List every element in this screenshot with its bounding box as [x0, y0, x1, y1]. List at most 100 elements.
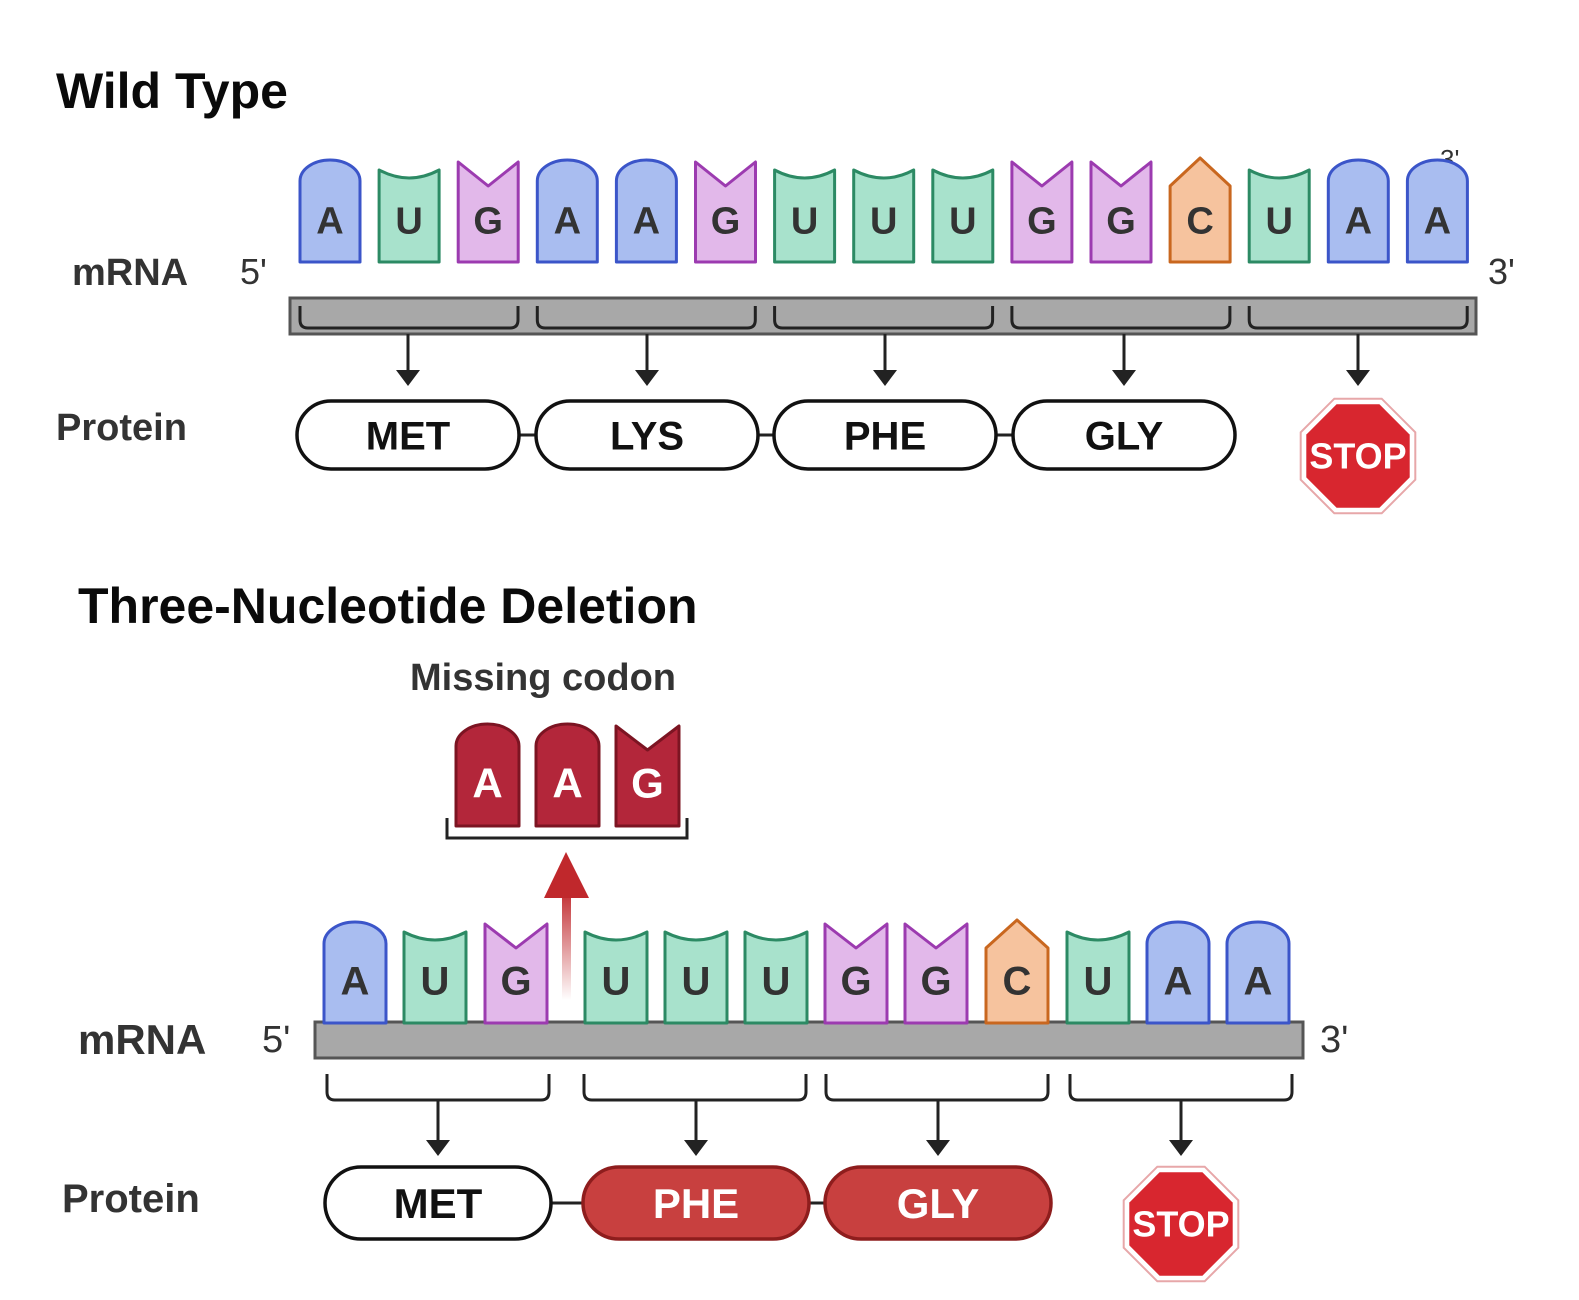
del-amino-acid-1: MET [323, 1165, 553, 1241]
del-nucleotide-u-5: U [663, 930, 729, 1025]
wt-amino-acid-1-label: MET [366, 414, 450, 458]
wt-codon-bracket-5 [1247, 306, 1469, 330]
wt-nucleotide-shape [535, 158, 599, 264]
missing-nucleotide-letter: G [631, 759, 664, 806]
wt-nucleotide-u-13: U [1247, 168, 1311, 264]
stop-sign-label: STOP [1132, 1203, 1229, 1244]
del-nucleotide-letter: U [762, 960, 791, 1004]
wt-nucleotide-shape [377, 168, 441, 264]
wt-protein-chain: MET LYS PHE GLY STOP [295, 334, 1417, 515]
wt-protein-label: Protein [56, 407, 187, 449]
wt-nucleotide-letter: U [870, 200, 897, 242]
wt-nucleotide-g-10: G [1010, 160, 1074, 264]
missing-codon-label: Missing codon [410, 657, 676, 699]
wt-amino-acid-4-shape [1011, 399, 1237, 471]
del-nucleotide-letter: G [840, 960, 871, 1004]
wt-nucleotide-c-12: C [1168, 156, 1232, 264]
del-amino-acid-3-shape [823, 1165, 1053, 1241]
wt-codon-bracket-3 [773, 306, 995, 330]
wt-amino-acid-2: LYS [534, 399, 760, 471]
wt-nucleotide-shape [614, 158, 678, 264]
wt-nucleotide-letter: U [1265, 200, 1292, 242]
arrow-head [926, 1140, 950, 1156]
wt-nucleotide-letter: A [1424, 200, 1451, 242]
wt-nucleotide-shape [1010, 160, 1074, 264]
del-nucleotide-u-4: U [583, 930, 649, 1025]
del-protein-label: Protein [62, 1177, 200, 1221]
wt-nucleotide-letter: A [633, 200, 660, 242]
del-nucleotide-shape [743, 930, 809, 1025]
stop-sign-label: STOP [1309, 435, 1406, 476]
wt-translation-arrow-4 [1112, 334, 1136, 386]
del-nucleotide-g-8: G [903, 922, 969, 1025]
wt-amino-acid-4: GLY [1011, 399, 1237, 471]
del-nucleotide-shape [1225, 920, 1291, 1025]
wt-nucleotide-a-1: A [298, 158, 362, 264]
wt-codon-bracket-1 [298, 306, 520, 330]
wt-translation-arrow-2 [635, 334, 659, 386]
arrow-head [1346, 370, 1370, 386]
del-nucleotide-letter: G [920, 960, 951, 1004]
del-translation-arrow-3 [926, 1100, 950, 1156]
missing-codon-bracket [445, 818, 689, 840]
wt-nucleotide-shape [1405, 158, 1469, 264]
del-nucleotide-g-3: G [483, 922, 549, 1025]
arrow-head [426, 1140, 450, 1156]
arrow-head [873, 370, 897, 386]
del-nucleotide-shape [1145, 920, 1211, 1025]
wt-amino-acid-1: MET [295, 399, 521, 471]
wt-nucleotide-letter: C [1186, 200, 1213, 242]
wt-nucleotide-shape [852, 168, 916, 264]
wt-amino-acid-1-shape [295, 399, 521, 471]
del-nucleotide-shape [322, 920, 388, 1025]
wt-nucleotide-letter: U [949, 200, 976, 242]
wt-nucleotide-letter: U [395, 200, 422, 242]
del-nucleotide-letter: G [500, 960, 531, 1004]
wt-amino-acid-3-label: PHE [844, 414, 926, 458]
wt-nucleotide-letter: A [316, 200, 343, 242]
del-nucleotide-g-7: G [823, 922, 889, 1025]
wt-amino-acid-2-label: LYS [610, 414, 684, 458]
wt-nucleotide-a-4: A [535, 158, 599, 264]
wt-nucleotide-shape [694, 160, 757, 264]
arrow-head [396, 370, 420, 386]
wt-nucleotide-g-3: G [456, 160, 520, 264]
del-codon-bracket-3 [824, 1074, 1050, 1102]
wt-nucleotide-u-8: U [852, 168, 916, 264]
wt-amino-acid-3-shape [772, 399, 998, 471]
wt-mrna-label: mRNA [72, 252, 188, 294]
del-nucleotide-letter: U [1084, 960, 1113, 1004]
wt-nucleotide-letter: G [1027, 200, 1057, 242]
del-mrna-strand-group [313, 1020, 1305, 1102]
del-amino-acid-2-label: PHE [653, 1180, 739, 1227]
del-nucleotide-u-2: U [402, 930, 468, 1025]
wt-nucleotide-letter: G [473, 200, 503, 242]
missing-nucleotide-a-2: A [534, 722, 601, 828]
missing-nucleotide-g-3: G [614, 724, 681, 828]
wild-type-title: Wild Type [56, 63, 288, 119]
wt-nucleotide-shape [1326, 158, 1390, 264]
deletion-title: Three-Nucleotide Deletion [78, 578, 698, 634]
wt-nucleotide-shape [931, 168, 995, 264]
del-amino-acid-1-shape [323, 1165, 553, 1241]
wt-nucleotide-g-6: G [694, 160, 757, 264]
del-nucleotide-letter: A [1244, 960, 1273, 1004]
wt-translation-arrow-3 [873, 334, 897, 386]
wt-nucleotide-shape [1089, 160, 1153, 264]
del-stop-sign: STOP [1122, 1165, 1240, 1283]
wt-amino-acid-3: PHE [772, 399, 998, 471]
wt-nucleotide-g-11: G [1089, 160, 1153, 264]
wt-nucleotide-letter: G [1106, 200, 1136, 242]
del-nucleotide-letter: C [1003, 960, 1032, 1004]
wt-nucleotide-shape [1247, 168, 1311, 264]
wt-five-prime: 5' [240, 251, 267, 292]
del-nucleotide-shape [984, 918, 1050, 1025]
del-codon-bracket-2 [582, 1074, 808, 1102]
wt-three-prime: 3' [1488, 251, 1515, 292]
del-nucleotide-shape [583, 930, 649, 1025]
del-nucleotide-shape [1065, 930, 1131, 1025]
arrow-head [684, 1140, 708, 1156]
del-nucleotide-letter: A [1164, 960, 1193, 1004]
